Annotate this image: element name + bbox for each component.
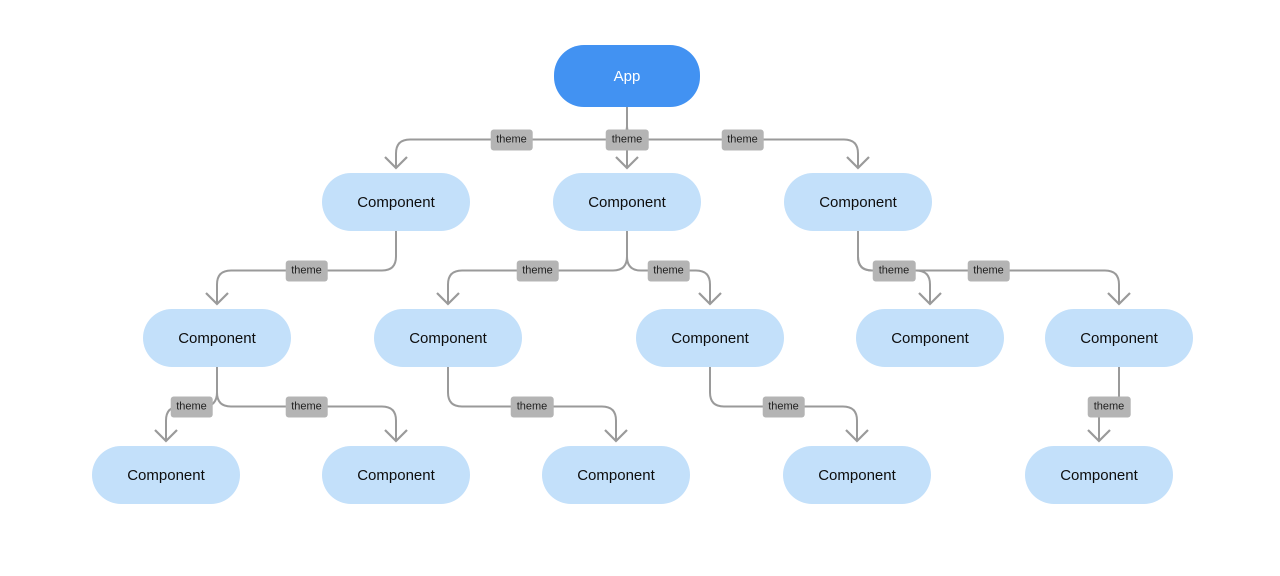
edge-label-theme: theme <box>967 260 1010 281</box>
edge-label-theme: theme <box>510 396 554 417</box>
node-label: Component <box>671 329 749 347</box>
arrowhead-icon <box>205 292 229 306</box>
node-component[interactable]: Component <box>1045 309 1193 367</box>
node-component[interactable]: Component <box>322 446 470 504</box>
node-label: Component <box>178 329 256 347</box>
node-label: Component <box>588 193 666 211</box>
arrowhead-icon <box>918 292 942 306</box>
node-label: Component <box>577 466 655 484</box>
arrowhead-icon <box>846 156 870 170</box>
node-component[interactable]: Component <box>143 309 291 367</box>
node-label: Component <box>819 193 897 211</box>
node-label: App <box>613 67 641 85</box>
edge-label-theme: theme <box>872 260 916 281</box>
node-app[interactable]: App <box>554 45 700 107</box>
node-component[interactable]: Component <box>1025 446 1173 504</box>
edge-label-theme: theme <box>721 129 764 150</box>
arrowhead-icon <box>436 292 460 306</box>
edge-label-theme: theme <box>762 396 805 417</box>
node-component[interactable]: Component <box>784 173 932 231</box>
edge-label-theme: theme <box>285 260 328 281</box>
arrowhead-icon <box>154 429 178 443</box>
node-label: Component <box>409 329 487 347</box>
node-component[interactable]: Component <box>856 309 1004 367</box>
arrowhead-icon <box>845 429 869 443</box>
node-component[interactable]: Component <box>553 173 701 231</box>
arrowhead-icon <box>384 429 408 443</box>
node-label: Component <box>818 466 896 484</box>
node-component[interactable]: Component <box>322 173 470 231</box>
node-label: Component <box>1060 466 1138 484</box>
edge-label-theme: theme <box>1087 396 1131 417</box>
edge-label-theme: theme <box>647 260 690 281</box>
arrowhead-icon <box>1107 292 1131 306</box>
arrowhead-icon <box>698 292 722 306</box>
node-label: Component <box>357 193 435 211</box>
arrowhead-icon <box>384 156 408 170</box>
arrowhead-icon <box>604 429 628 443</box>
node-component[interactable]: Component <box>636 309 784 367</box>
edge-label-theme: theme <box>605 129 649 150</box>
edge-label-theme: theme <box>516 260 559 281</box>
node-component[interactable]: Component <box>374 309 522 367</box>
node-component[interactable]: Component <box>783 446 931 504</box>
node-label: Component <box>1080 329 1158 347</box>
edge-label-theme: theme <box>170 396 213 417</box>
node-component[interactable]: Component <box>92 446 240 504</box>
edge-label-theme: theme <box>490 129 533 150</box>
edge-label-theme: theme <box>285 396 328 417</box>
node-label: Component <box>357 466 435 484</box>
node-component[interactable]: Component <box>542 446 690 504</box>
arrowhead-icon <box>615 156 639 170</box>
node-label: Component <box>891 329 969 347</box>
arrowhead-icon <box>1087 429 1111 443</box>
node-label: Component <box>127 466 205 484</box>
